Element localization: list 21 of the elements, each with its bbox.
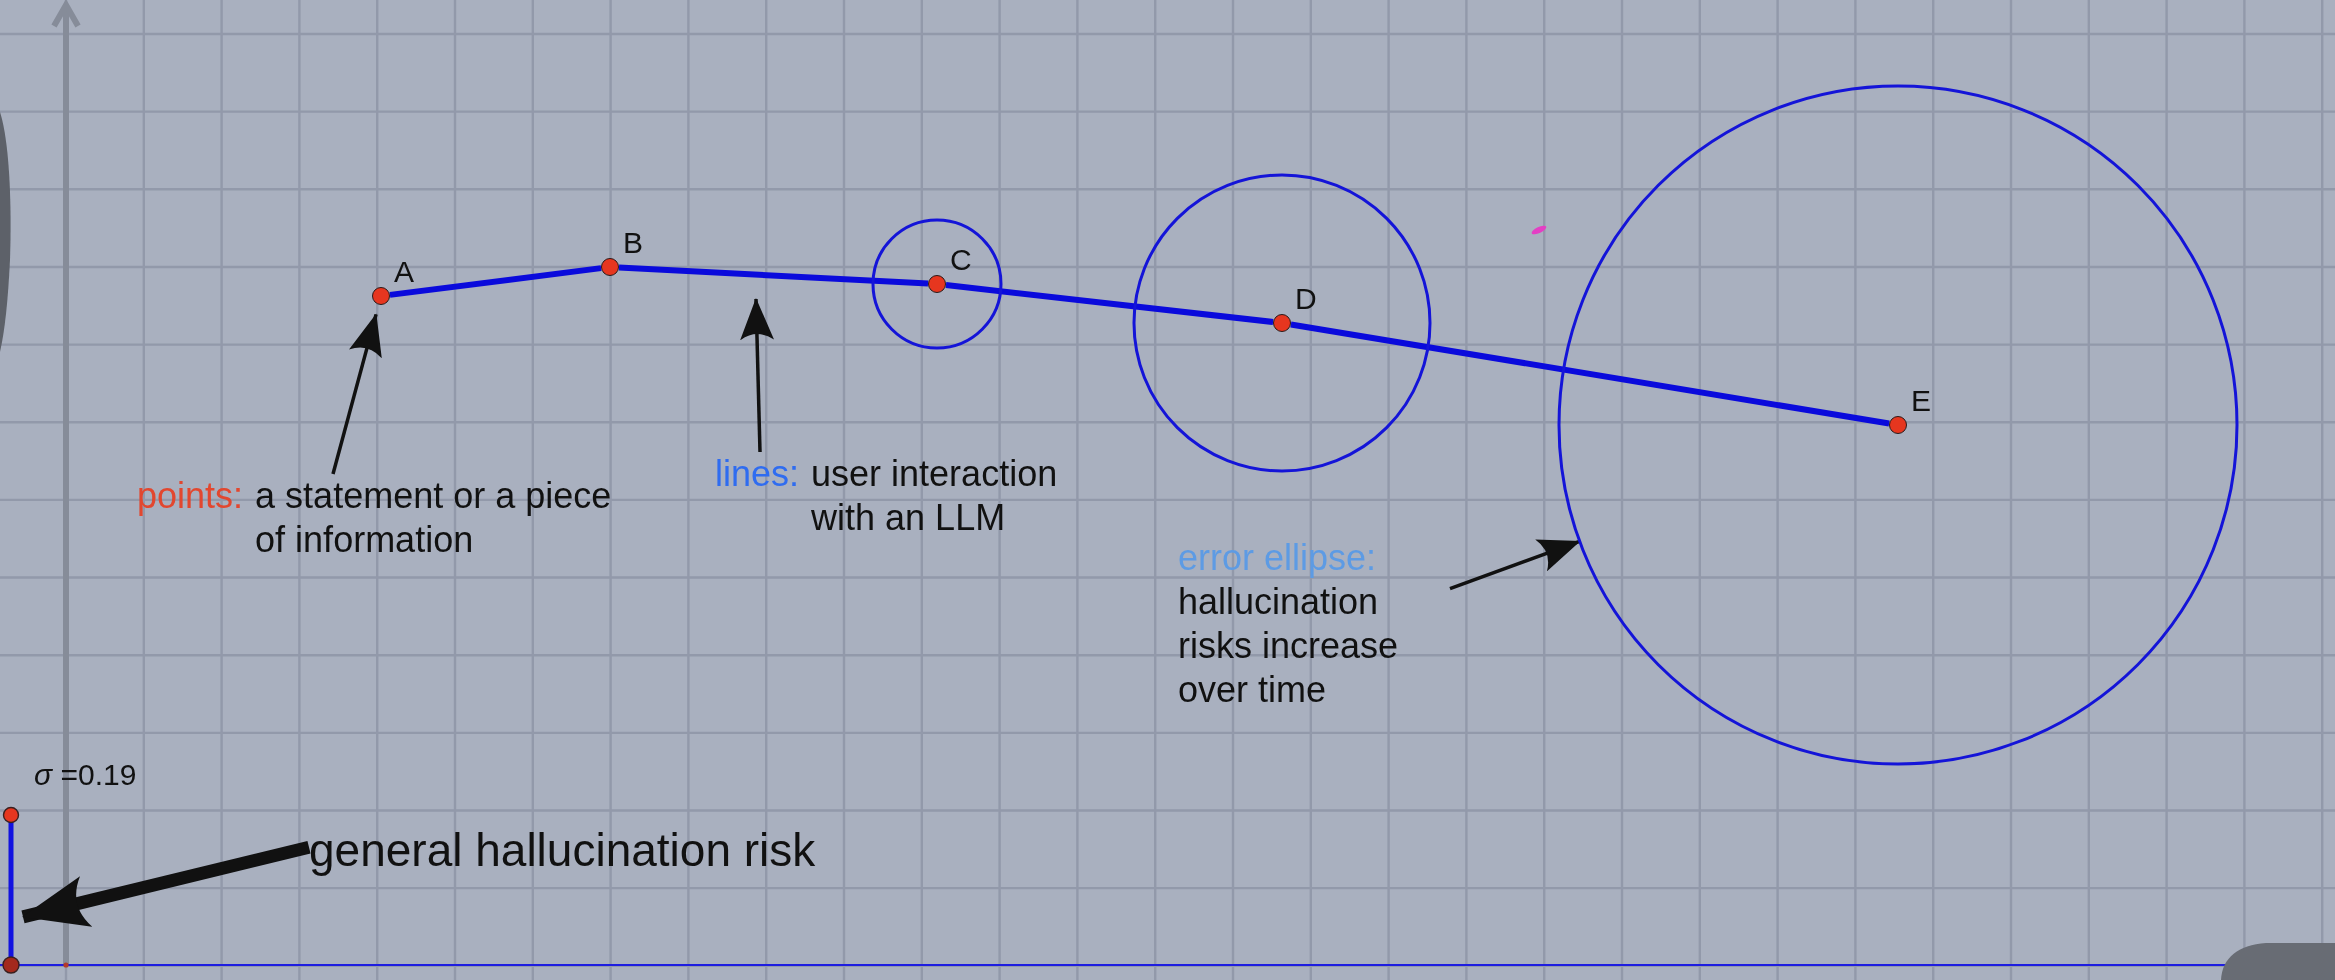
annotation-text: general hallucination risk bbox=[309, 822, 816, 879]
connecting-line bbox=[945, 282, 1274, 325]
annotation-text: user interaction with an LLM bbox=[811, 452, 1059, 540]
value-label: σ =0.19 bbox=[34, 758, 137, 792]
slider-bar bbox=[2, 806, 20, 974]
connecting-line bbox=[389, 265, 602, 298]
error-circle bbox=[871, 218, 1003, 350]
connecting-line bbox=[1290, 321, 1890, 427]
annotation-text: hallucination risks increase over time bbox=[1178, 579, 1400, 712]
connecting-line bbox=[618, 264, 929, 287]
error-circle bbox=[1557, 84, 2239, 766]
annotation-heading: lines: bbox=[715, 452, 800, 496]
point-label: C bbox=[950, 245, 972, 275]
annotation-heading: points: bbox=[137, 474, 244, 518]
point-label: B bbox=[623, 228, 643, 258]
error-circle bbox=[1132, 173, 1432, 473]
annotation-text: a statement or a piece of information bbox=[255, 474, 613, 562]
point-label: E bbox=[1911, 386, 1931, 416]
annotation-heading: error ellipse: bbox=[1178, 536, 1377, 580]
point-label: A bbox=[394, 257, 414, 287]
point-label: D bbox=[1295, 284, 1317, 314]
